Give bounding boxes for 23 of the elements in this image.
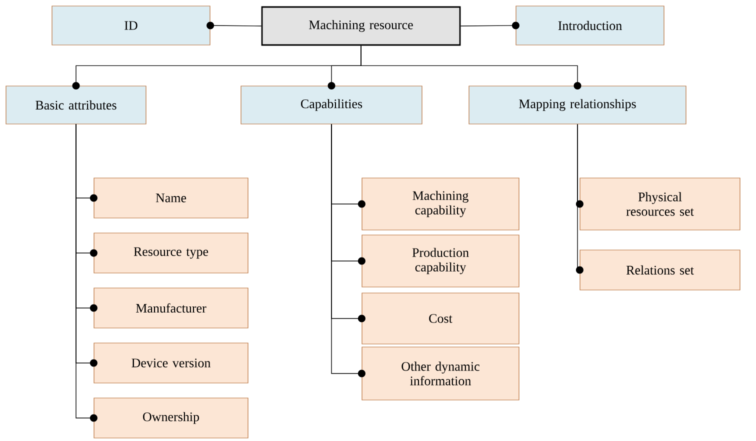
attribute-box: Ownership xyxy=(94,398,248,438)
category-box: ID xyxy=(52,6,210,46)
connector xyxy=(460,22,520,30)
attribute-box: Production capability xyxy=(362,234,520,288)
category-box: Capabilities xyxy=(240,86,422,124)
connector xyxy=(206,22,262,30)
attribute-box: Physical resources set xyxy=(580,178,740,230)
attribute-box: Resource type xyxy=(94,232,248,274)
attribute-box: Relations set xyxy=(580,250,740,290)
attribute-box: Other dynamic information xyxy=(362,346,520,400)
category-box: Introduction xyxy=(516,6,664,46)
attribute-box: Device version xyxy=(94,342,248,384)
category-box: Mapping relationships xyxy=(468,86,686,124)
connector xyxy=(331,124,366,378)
attribute-box: Machining capability xyxy=(362,178,520,230)
root-box: Machining resource xyxy=(261,6,461,46)
category-box: Basic attributes xyxy=(6,86,146,124)
connector xyxy=(76,124,98,422)
attribute-box: Name xyxy=(94,178,248,218)
connector xyxy=(360,45,582,90)
attribute-box: Manufacturer xyxy=(94,288,248,328)
attribute-box: Cost xyxy=(362,292,520,344)
connector xyxy=(576,124,584,274)
